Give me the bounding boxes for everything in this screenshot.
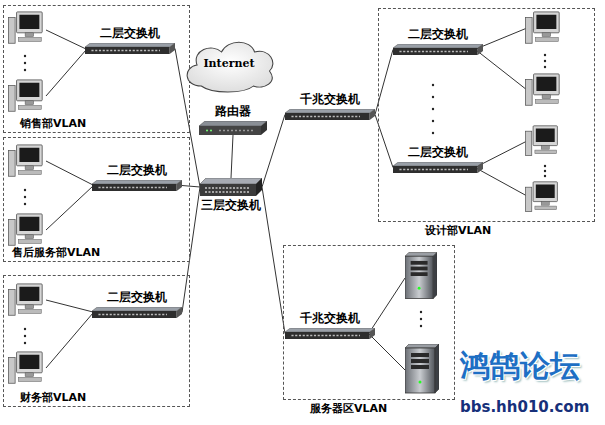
device-label: 二层交换机 [393,27,483,42]
layer2-switch: 二层交换机 [92,163,182,191]
wire [46,300,93,312]
device-label: 二层交换机 [393,145,483,160]
computer-icon [8,352,42,383]
wire [476,168,527,196]
watermark-logo: 鸿鹄论坛 [460,346,580,387]
vlan-region: 财务部VLAN 二层交换机 [3,275,190,407]
wire [46,161,93,185]
switch-device [285,328,375,339]
wire [46,186,93,230]
server-icon [405,344,439,393]
layer3-switch: 三层交换机 [190,178,272,213]
device-label: 三层交换机 [190,198,272,213]
switch-device [393,162,483,173]
vlan-region: 服务器区VLAN千兆交换机 [283,245,455,400]
computer-icon [8,214,42,245]
wire [46,313,93,368]
switch-device [92,180,182,191]
switch-device [285,109,375,120]
device-label: 二层交换机 [92,290,182,305]
layer2-switch: 二层交换机 [393,27,483,55]
network-link [182,186,200,188]
network-link [262,115,285,188]
switch-device [393,44,483,55]
ellipsis-dots [24,54,546,344]
network-link [231,135,233,178]
wire [46,30,86,49]
vlan-region: 销售部VLAN 二层交换机 [3,5,190,133]
network-link [182,187,200,313]
cloud-label: Internet [180,57,278,70]
region-label: 销售部VLAN [20,117,86,130]
region-label: 售后服务部VLAN [12,246,100,259]
layer2-switch: 二层交换机 [393,145,483,173]
layer2-switch: 千兆交换机 [285,311,375,339]
computer-icon [8,145,42,176]
region-label: 服务器区VLAN [310,402,387,415]
layer2-switch: 二层交换机 [85,26,175,54]
wire [369,334,405,370]
servers [405,252,439,393]
vlan-region: 设计部VLAN二层交换机二层交换机 [378,8,595,222]
device-label: 千兆交换机 [285,311,375,326]
region-label: 财务部VLAN [20,391,86,404]
wire [476,28,527,49]
switch-device [85,43,175,54]
computer-icon [8,80,42,111]
wire [369,278,405,333]
network-link [262,187,285,334]
computer-icon [525,74,559,105]
router-device [199,121,267,135]
server-icon [405,252,437,298]
computer-icon [525,182,557,212]
router: 路由器 [196,104,270,135]
watermark-url: bbs.hh010.com [460,398,589,416]
region-label: 设计部VLAN [425,224,491,237]
wire [476,50,527,90]
internet-cloud: Internet [180,36,278,94]
wire [46,50,86,96]
computer-icon [8,12,42,43]
vlan-region: 售后服务部VLAN 二层交换机 [3,137,190,262]
device-label: 二层交换机 [92,163,182,178]
computer-icon [525,12,559,43]
switch-device [200,178,262,196]
layer2-switch: 二层交换机 [92,290,182,318]
computer-icon [525,126,557,156]
wire [476,141,527,167]
switch-device [92,307,182,318]
device-label: 千兆交换机 [285,92,375,107]
layer2-switch: 千兆交换机 [285,92,375,120]
device-label: 路由器 [196,104,270,119]
computer-icon [8,284,42,315]
device-label: 二层交换机 [85,26,175,41]
